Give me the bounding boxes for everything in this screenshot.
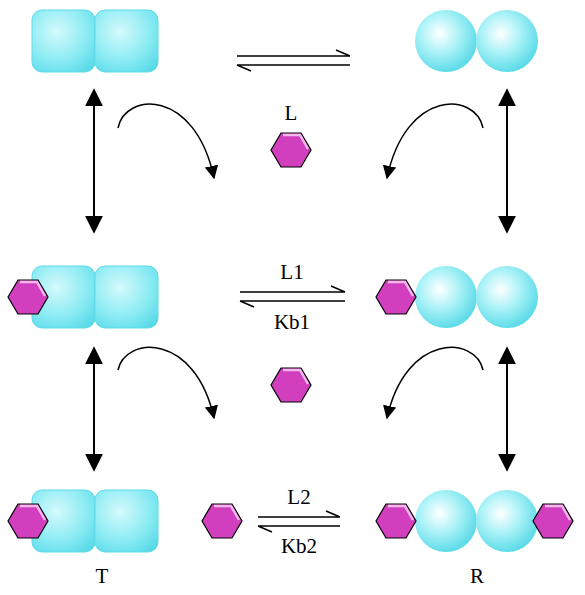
constant-label: Kb1 bbox=[274, 312, 310, 333]
state-label: R bbox=[470, 566, 484, 587]
constant-label: L bbox=[285, 103, 298, 124]
constant-label: L2 bbox=[287, 487, 310, 508]
constant-label: Kb2 bbox=[281, 536, 317, 557]
state-label: T bbox=[96, 566, 109, 587]
constant-label: L1 bbox=[280, 262, 303, 283]
